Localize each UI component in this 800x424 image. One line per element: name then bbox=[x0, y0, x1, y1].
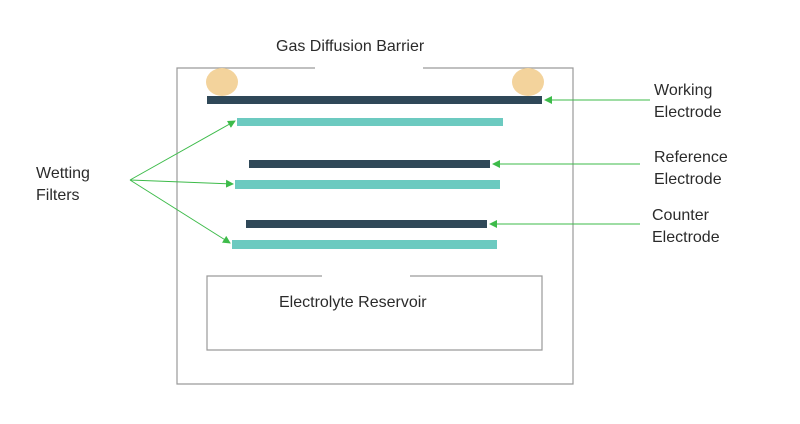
reservoir-outline bbox=[206, 275, 543, 351]
gas-diffusion-barrier-label: Gas Diffusion Barrier bbox=[276, 38, 425, 55]
working-electrode bbox=[207, 96, 542, 104]
wetting-filter-3 bbox=[232, 240, 497, 249]
seal-right bbox=[512, 68, 544, 96]
wetting-filters-label: Wetting Filters bbox=[36, 165, 90, 204]
arrow-wetting-1 bbox=[129, 120, 236, 181]
counter-electrode bbox=[246, 220, 487, 228]
working-electrode-label: Working Electrode bbox=[654, 82, 722, 121]
arrow-wetting-2 bbox=[129, 179, 234, 188]
seal-left bbox=[206, 68, 238, 96]
reference-electrode-label: Reference Electrode bbox=[654, 149, 728, 188]
wetting-filter-2 bbox=[235, 180, 500, 189]
reference-electrode bbox=[249, 160, 490, 168]
electrolyte-reservoir-label: Electrolyte Reservoir bbox=[279, 294, 427, 311]
wetting-filter-1 bbox=[237, 118, 503, 126]
housing-outline bbox=[176, 67, 574, 385]
counter-electrode-label: Counter Electrode bbox=[652, 207, 720, 246]
arrow-wetting-3 bbox=[129, 179, 231, 244]
